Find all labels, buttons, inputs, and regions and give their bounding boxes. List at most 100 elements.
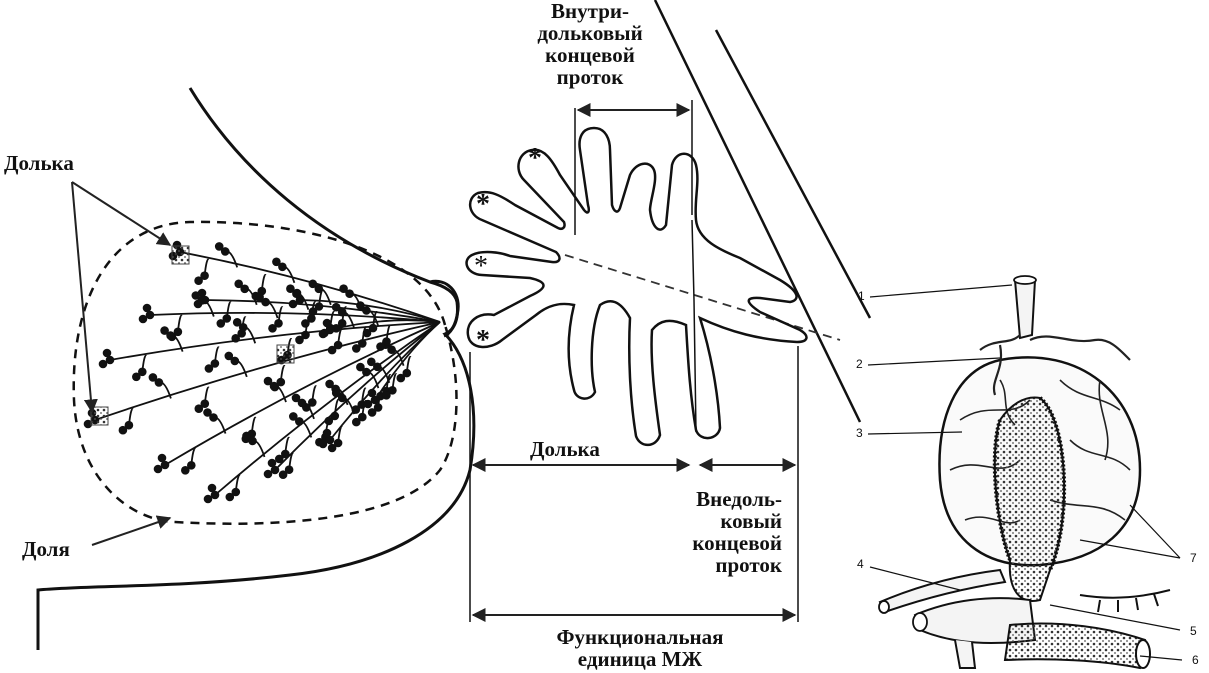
functional-unit-label: Функциональная единица МЖ [530,626,750,670]
intralobular-line-3: концевой [545,43,635,67]
duct-tube-end [1135,639,1151,669]
cut-section [993,396,1066,602]
intralobular-duct-label: Внутри- дольковый концевой проток [515,0,665,88]
acinus-dot [314,284,324,294]
acinus-dot [382,337,391,346]
acinus-dot [297,398,307,408]
callout-5: 5 [1190,624,1197,638]
acinus-dot [83,419,93,429]
acinus-dot [362,306,371,315]
acinus-dot [331,302,341,312]
acinus-dot [291,393,301,403]
acinus-dot [194,404,204,414]
acinus-dot [356,301,365,310]
acinus-dot [402,368,412,378]
acinus-dot [230,356,240,366]
acinus-dot [268,324,277,333]
callout-6: 6 [1192,653,1199,667]
acinus-dot [331,388,341,398]
acinus-dot [295,417,304,426]
cut-section-rim [992,396,1067,571]
acinus-dot [222,314,232,323]
acinus-dot [210,359,220,368]
acinus-dot [286,284,295,294]
asterisk-1: * [528,143,542,174]
duct-branch [374,321,441,401]
duct-branch [299,299,441,323]
side-vessel [1079,589,1171,613]
functional-unit-line-1: Функциональная [556,625,724,649]
acinus-dot [396,373,406,383]
callout-7: 7 [1190,551,1197,565]
duct-branch [164,321,441,466]
acinus-dot [191,291,201,300]
acinus-dot [325,325,335,335]
acinus-dot [148,373,158,382]
acinus-dot [200,271,209,281]
acinus-dot [295,335,304,345]
lobe-boundary [72,220,458,525]
intralobular-line-2: дольковый [537,21,643,45]
acinus-dot [362,367,371,377]
acinus-dot [138,314,148,324]
vessel-network [949,379,1131,524]
duct-dashed-axis [564,254,841,341]
acinus-dot [337,393,347,403]
acinus-dot [314,302,324,311]
acinus-dot [388,386,397,395]
acinus-dot [367,357,376,367]
acinus-dot [238,323,248,332]
acinus-dot [240,284,249,294]
acinus-dot [166,331,175,340]
acinus-illustration [867,275,1183,670]
extralobular-line-3: концевой [692,531,782,555]
asterisk-3: * [474,251,488,282]
acinus-dot [295,295,305,305]
vessel-lower-branch [954,639,977,669]
acinus-dot [278,262,287,272]
acinus-dot [351,405,361,414]
acinus-dot [330,411,340,421]
lobule-pointer-arrow-1 [71,181,172,246]
acinus-dot [276,377,286,387]
callout-line-7b [1129,504,1181,559]
extralobular-line-1: Внедоль- [696,487,782,511]
vessel-left-end [878,600,890,614]
acinus-dot [210,490,220,500]
acinus-dot [318,329,328,339]
acinus-dot [275,454,284,464]
callout-line-5 [1049,604,1181,631]
acinus-dot [345,289,354,299]
acinus-dot [387,345,396,355]
acinus-dot [234,279,243,289]
acinus-dot [173,327,183,337]
asterisk-4: * [476,325,490,356]
acinus-dot [261,297,270,307]
acinus-dot [278,470,288,480]
acinus-dot [160,326,169,335]
duct-branch [149,311,441,323]
acinus-dot [281,449,290,459]
lobule-label-left: Долька [4,151,74,175]
acinus-dot [327,443,337,453]
acinus-dot [324,416,334,426]
acinus-dot [301,330,310,340]
acinus-dot [145,310,155,320]
acinus-dot [357,400,367,409]
acinus-dot [118,425,128,435]
acinus-dot [255,292,264,302]
lobule-marker-left [90,406,109,426]
acinus-dot [204,364,214,373]
acinus-dot [362,328,372,338]
duct-branch [274,321,441,471]
acinus-dot [267,458,277,468]
acinus-dot [292,288,302,298]
acinus-dot [231,487,241,497]
callout-line-2 [867,357,1001,366]
acinus-dot [373,403,383,412]
lobule-marker-top [171,245,190,265]
vessel-left-branch [878,568,1007,614]
acinus-dot [368,323,378,333]
stalk-top [1013,275,1037,285]
